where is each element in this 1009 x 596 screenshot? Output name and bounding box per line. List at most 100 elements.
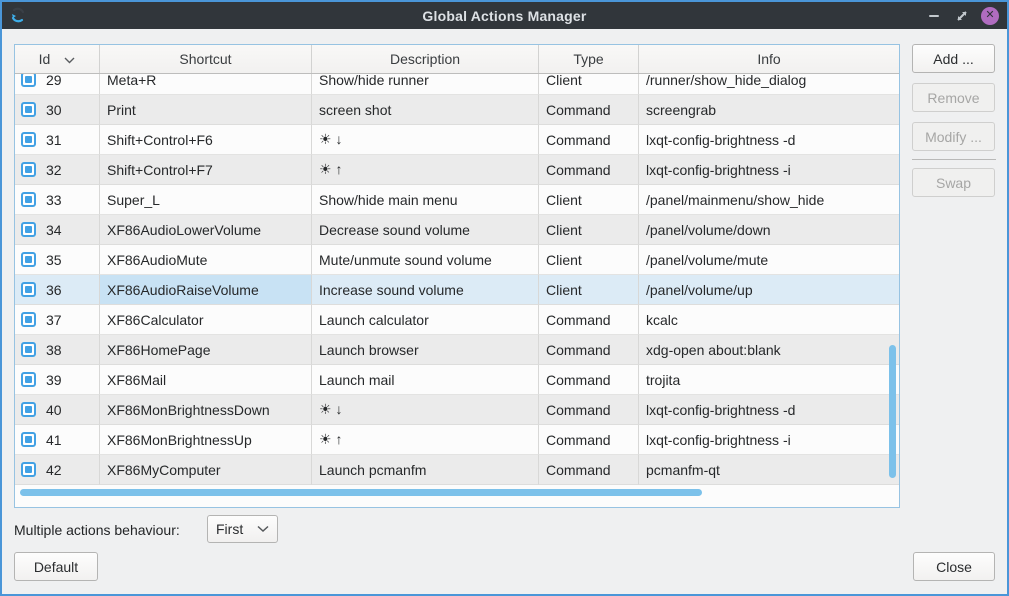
row-enabled-checkbox[interactable] [21, 282, 36, 297]
id-cell: 42 [15, 455, 100, 485]
shortcut-cell: XF86MonBrightnessUp [100, 425, 312, 455]
id-cell: 35 [15, 245, 100, 275]
info-cell: trojita [639, 365, 899, 395]
header-info-label: Info [757, 51, 781, 67]
shortcut-cell: Super_L [100, 185, 312, 215]
shortcut-cell: Print [100, 95, 312, 125]
id-cell: 32 [15, 155, 100, 185]
header-id[interactable]: Id [15, 45, 100, 73]
type-cell: Client [539, 275, 639, 305]
row-enabled-checkbox[interactable] [21, 372, 36, 387]
info-cell: screengrab [639, 95, 899, 125]
description-cell: Launch calculator [312, 305, 539, 335]
sort-descending-icon [64, 57, 75, 64]
description-cell: Increase sound volume [312, 275, 539, 305]
side-buttons-separator [912, 159, 996, 160]
id-cell: 40 [15, 395, 100, 425]
remove-button[interactable]: Remove [912, 83, 995, 112]
shortcut-cell: XF86MyComputer [100, 455, 312, 485]
restore-button[interactable] [953, 7, 971, 25]
row-id: 34 [46, 221, 62, 238]
id-cell: 37 [15, 305, 100, 335]
row-enabled-checkbox[interactable] [21, 192, 36, 207]
id-cell: 36 [15, 275, 100, 305]
default-button[interactable]: Default [14, 552, 98, 581]
row-id: 29 [46, 74, 62, 88]
type-cell: Client [539, 215, 639, 245]
shortcut-cell: Shift+Control+F6 [100, 125, 312, 155]
info-cell: lxqt-config-brightness -i [639, 425, 899, 455]
description-cell: Mute/unmute sound volume [312, 245, 539, 275]
behaviour-select[interactable]: First [207, 515, 278, 543]
description-cell: ☀︎ ↓ [312, 395, 539, 425]
row-enabled-checkbox[interactable] [21, 342, 36, 357]
row-id: 39 [46, 371, 62, 388]
row-id: 35 [46, 251, 62, 268]
row-enabled-checkbox[interactable] [21, 432, 36, 447]
add-button[interactable]: Add ... [912, 44, 995, 73]
shortcut-cell: XF86HomePage [100, 335, 312, 365]
row-enabled-checkbox[interactable] [21, 312, 36, 327]
id-cell: 34 [15, 215, 100, 245]
row-enabled-checkbox[interactable] [21, 102, 36, 117]
window-controls: ✕ [925, 2, 999, 29]
minimize-button[interactable] [925, 7, 943, 25]
restore-icon [957, 10, 967, 21]
type-cell: Command [539, 95, 639, 125]
horizontal-scrollbar-thumb[interactable] [20, 489, 702, 496]
behaviour-selected-value: First [216, 521, 244, 537]
type-cell: Command [539, 155, 639, 185]
row-enabled-checkbox[interactable] [21, 162, 36, 177]
row-id: 31 [46, 131, 62, 148]
shortcut-cell: XF86AudioLowerVolume [100, 215, 312, 245]
header-description[interactable]: Description [312, 45, 539, 73]
vertical-scrollbar-thumb[interactable] [889, 345, 896, 478]
shortcuts-table: Id Shortcut Description Type Info 29 Meta… [14, 44, 900, 508]
description-cell: Show/hide main menu [312, 185, 539, 215]
row-enabled-checkbox[interactable] [21, 252, 36, 267]
shortcut-cell: Meta+R [100, 74, 312, 95]
titlebar: Global Actions Manager ✕ [2, 2, 1007, 29]
info-cell: /panel/volume/down [639, 215, 899, 245]
info-cell: xdg-open about:blank [639, 335, 899, 365]
description-cell: Show/hide runner [312, 74, 539, 95]
header-shortcut[interactable]: Shortcut [100, 45, 312, 73]
swap-button[interactable]: Swap [912, 168, 995, 197]
row-enabled-checkbox[interactable] [21, 132, 36, 147]
row-enabled-checkbox[interactable] [21, 222, 36, 237]
row-id: 42 [46, 461, 62, 478]
modify-button[interactable]: Modify ... [912, 122, 995, 151]
shortcut-cell: XF86AudioRaiseVolume [100, 275, 312, 305]
close-button[interactable]: Close [913, 552, 995, 581]
header-type[interactable]: Type [539, 45, 639, 73]
row-id: 30 [46, 101, 62, 118]
type-cell: Client [539, 185, 639, 215]
row-enabled-checkbox[interactable] [21, 402, 36, 417]
header-info[interactable]: Info [639, 45, 899, 73]
info-cell: /panel/volume/up [639, 275, 899, 305]
row-enabled-checkbox[interactable] [21, 462, 36, 477]
row-enabled-checkbox[interactable] [21, 74, 36, 87]
shortcut-cell: XF86MonBrightnessDown [100, 395, 312, 425]
type-cell: Command [539, 455, 639, 485]
description-cell: screen shot [312, 95, 539, 125]
close-window-button[interactable]: ✕ [981, 6, 999, 25]
type-cell: Command [539, 425, 639, 455]
id-cell: 30 [15, 95, 100, 125]
window-title: Global Actions Manager [422, 7, 587, 24]
info-cell: lxqt-config-brightness -d [639, 125, 899, 155]
